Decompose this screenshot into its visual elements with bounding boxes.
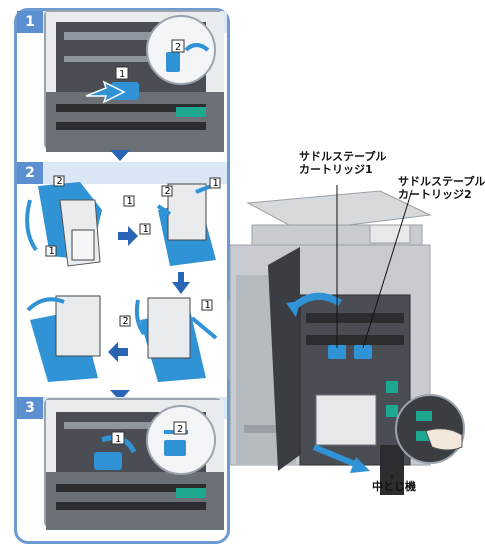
cartridge-open-illustration — [25, 182, 102, 267]
svg-text:2: 2 — [175, 42, 181, 53]
svg-text:1: 1 — [49, 246, 55, 257]
svg-text:1: 1 — [115, 434, 121, 445]
svg-text:2: 2 — [165, 186, 171, 197]
svg-text:2: 2 — [57, 176, 63, 187]
cartridge-2-label-line2: カートリッジ2 — [398, 188, 472, 201]
cartridge-1-label-line1: サドルステープル — [299, 150, 387, 163]
cartridge-1-label-line2: カートリッジ1 — [299, 163, 373, 176]
cartridge-2-label-line1: サドルステープル — [398, 175, 485, 188]
down-arrow-icon — [110, 390, 130, 401]
step-2-number: 2 — [17, 162, 43, 184]
step-3-illustration: 2 1 — [44, 398, 224, 530]
step-2-bar — [17, 162, 227, 184]
cartridge-1-label: サドルステープル カートリッジ1 — [299, 150, 386, 176]
copier-illustration — [229, 185, 480, 525]
svg-text:2: 2 — [123, 316, 129, 327]
step-2-illustration: 2 1 1 2 1 1 1 2 — [20, 170, 228, 388]
svg-text:1: 1 — [119, 69, 125, 80]
cartridge-2-label: サドルステープル カートリッジ2 — [398, 175, 485, 201]
step-1-number: 1 — [17, 11, 43, 33]
svg-text:2: 2 — [177, 424, 183, 435]
saddle-stitcher-label: 中とじ機 — [372, 480, 416, 493]
svg-text:1: 1 — [213, 178, 219, 189]
svg-text:1: 1 — [143, 224, 149, 235]
svg-text:1: 1 — [205, 300, 211, 311]
svg-text:1: 1 — [127, 196, 133, 207]
step-1-illustration: 2 1 — [44, 10, 224, 152]
down-arrow-icon — [110, 150, 130, 161]
step-3-number: 3 — [17, 397, 43, 419]
